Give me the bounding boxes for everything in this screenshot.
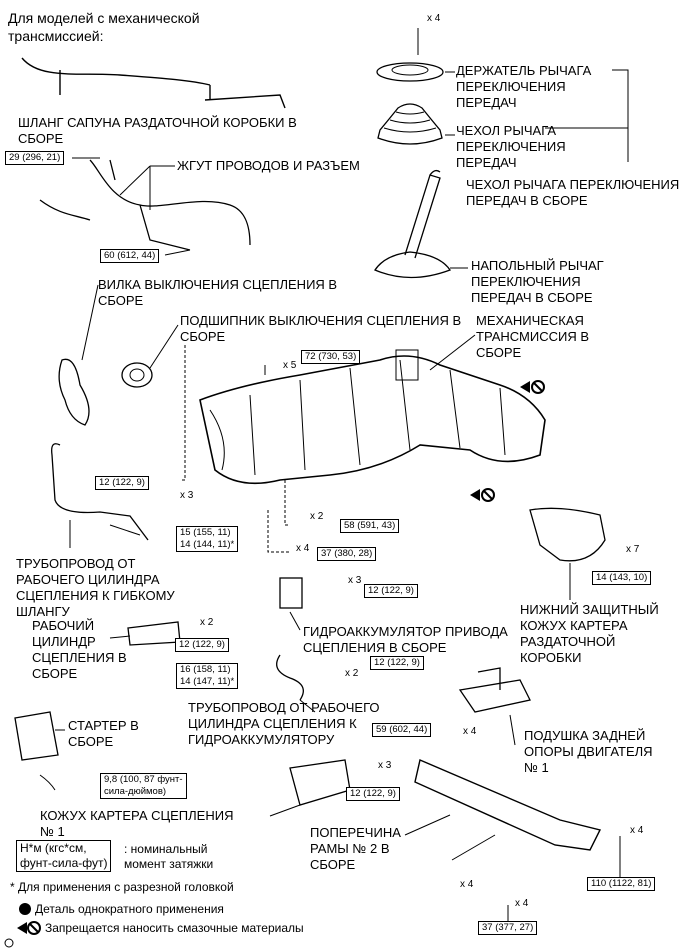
torque-box: 37 (377, 27) bbox=[478, 921, 538, 935]
label-rear-mount: ПОДУШКА ЗАДНЕЙ ОПОРЫ ДВИГАТЕЛЯ № 1 bbox=[524, 728, 653, 775]
torque-box: 9,8 (100, 87 фунт- сила-дюймов) bbox=[100, 773, 187, 799]
page-header: Для моделей с механической трансмиссией: bbox=[8, 10, 200, 44]
quantity-label: x 2 bbox=[310, 511, 324, 522]
torque-box: 37 (380, 28) bbox=[317, 547, 377, 561]
legend-torque-desc: : номинальный момент затяжки bbox=[124, 842, 214, 871]
torque-box: 59 (602, 44) bbox=[372, 723, 432, 737]
legend-non-reusable: Деталь однократного применения bbox=[35, 902, 224, 916]
label-wire-harness: ЖГУТ ПРОВОДОВ И РАЗЪЕМ bbox=[177, 158, 360, 173]
floor-lever-drawing bbox=[374, 169, 451, 279]
shift-retainer-drawing bbox=[376, 62, 444, 82]
wire-harness-drawing bbox=[39, 159, 251, 251]
torque-box: 60 (612, 44) bbox=[100, 249, 160, 263]
torque-box: 12 (122, 9) bbox=[175, 638, 229, 652]
release-fork-drawing bbox=[58, 358, 90, 426]
legend-torque-unit: Н*м (кгс*см, фунт-сила-фут) bbox=[16, 840, 112, 872]
torque-box: 14 (143, 10) bbox=[592, 571, 652, 585]
legend-no-lube: Запрещается наносить смазочные материалы bbox=[45, 921, 304, 935]
quantity-label: x 3 bbox=[378, 760, 392, 771]
quantity-label: x 4 bbox=[427, 13, 441, 24]
rear-mount-drawing bbox=[458, 667, 531, 713]
torque-box: 29 (296, 21) bbox=[5, 151, 65, 165]
label-manual-transmission: МЕХАНИЧЕСКАЯ ТРАНСМИССИЯ В СБОРЕ bbox=[476, 313, 590, 360]
torque-box: 110 (1122, 81) bbox=[587, 877, 656, 891]
accumulator-drawing bbox=[279, 577, 303, 609]
label-shift-boot: ЧЕХОЛ РЫЧАГА ПЕРЕКЛЮЧЕНИЯ ПЕРЕДАЧ bbox=[456, 123, 566, 170]
legend-footnote: * Для применения с разрезной головкой bbox=[10, 880, 234, 894]
transmission-drawing bbox=[199, 355, 546, 485]
label-tube-to-accumulator: ТРУБОПРОВОД ОТ РАБОЧЕГО ЦИЛИНДРА СЦЕПЛЕН… bbox=[188, 700, 380, 747]
torque-box: 15 (155, 11) 14 (144, 11)* bbox=[176, 526, 239, 552]
torque-box: 12 (122, 9) bbox=[364, 584, 418, 598]
label-housing-cover: КОЖУХ КАРТЕРА СЦЕПЛЕНИЯ № 1 bbox=[40, 808, 234, 839]
quantity-label: x 3 bbox=[180, 490, 194, 501]
torque-box: 12 (122, 9) bbox=[95, 476, 149, 490]
crossmember-drawing bbox=[414, 759, 602, 851]
breather-hose-drawing bbox=[21, 57, 286, 109]
label-release-cylinder: РАБОЧИЙ ЦИЛИНДР СЦЕПЛЕНИЯ В СБОРЕ bbox=[32, 618, 127, 681]
label-release-fork: ВИЛКА ВЫКЛЮЧЕНИЯ СЦЕПЛЕНИЯ В СБОРЕ bbox=[98, 277, 338, 308]
torque-box: 58 (591, 43) bbox=[340, 519, 400, 533]
quantity-label: x 7 bbox=[626, 544, 640, 555]
quantity-label: x 4 bbox=[515, 898, 529, 909]
under-cover-drawing bbox=[529, 507, 606, 562]
tube-accum-drawing bbox=[276, 654, 304, 701]
label-shift-boot-assy: ЧЕХОЛ РЫЧАГА ПЕРЕКЛЮЧЕНИЯ ПЕРЕДАЧ В СБОР… bbox=[466, 177, 680, 208]
starter-drawing bbox=[14, 711, 59, 761]
torque-box: 16 (158, 11) 14 (147, 11)* bbox=[176, 663, 239, 689]
quantity-label: x 4 bbox=[463, 726, 477, 737]
no-lube-legend-icon bbox=[17, 921, 41, 935]
quantity-label: x 4 bbox=[460, 879, 474, 890]
quantity-label: x 3 bbox=[348, 575, 362, 586]
label-floor-lever: НАПОЛЬНЫЙ РЫЧАГ ПЕРЕКЛЮЧЕНИЯ ПЕРЕДАЧ В С… bbox=[471, 258, 604, 305]
label-shift-retainer: ДЕРЖАТЕЛЬ РЫЧАГА ПЕРЕКЛЮЧЕНИЯ ПЕРЕДАЧ bbox=[456, 63, 592, 110]
label-tube-to-hose: ТРУБОПРОВОД ОТ РАБОЧЕГО ЦИЛИНДРА СЦЕПЛЕН… bbox=[16, 556, 175, 619]
label-accumulator: ГИДРОАККУМУЛЯТОР ПРИВОДА СЦЕПЛЕНИЯ В СБО… bbox=[303, 624, 508, 655]
torque-box: 12 (122, 9) bbox=[370, 656, 424, 670]
quantity-label: x 5 bbox=[283, 360, 297, 371]
housing-cover-drawing bbox=[289, 759, 351, 806]
label-under-cover: НИЖНИЙ ЗАЩИТНЫЙ КОЖУХ КАРТЕРА РАЗДАТОЧНО… bbox=[520, 602, 659, 665]
quantity-label: x 2 bbox=[200, 617, 214, 628]
label-starter: СТАРТЕР В СБОРЕ bbox=[68, 718, 139, 749]
torque-box: 12 (122, 9) bbox=[346, 787, 400, 801]
label-crossmember: ПОПЕРЕЧИНА РАМЫ № 2 В СБОРЕ bbox=[310, 825, 401, 872]
shift-boot-drawing bbox=[377, 103, 443, 145]
label-breather-hose: ШЛАНГ САПУНА РАЗДАТОЧНОЙ КОРОБКИ В СБОРЕ bbox=[18, 115, 297, 146]
non-reusable-part-icon bbox=[19, 903, 31, 915]
label-release-bearing: ПОДШИПНИК ВЫКЛЮЧЕНИЯ СЦЕПЛЕНИЯ В СБОРЕ bbox=[180, 313, 462, 344]
tube-drawing bbox=[51, 443, 149, 541]
no-lube-icon bbox=[470, 380, 545, 502]
release-cylinder-drawing bbox=[127, 621, 181, 646]
release-bearing-drawing bbox=[121, 362, 153, 388]
quantity-label: x 4 bbox=[630, 825, 644, 836]
quantity-label: x 4 bbox=[296, 543, 310, 554]
quantity-label: x 2 bbox=[345, 668, 359, 679]
torque-box: 72 (730, 53) bbox=[301, 350, 361, 364]
